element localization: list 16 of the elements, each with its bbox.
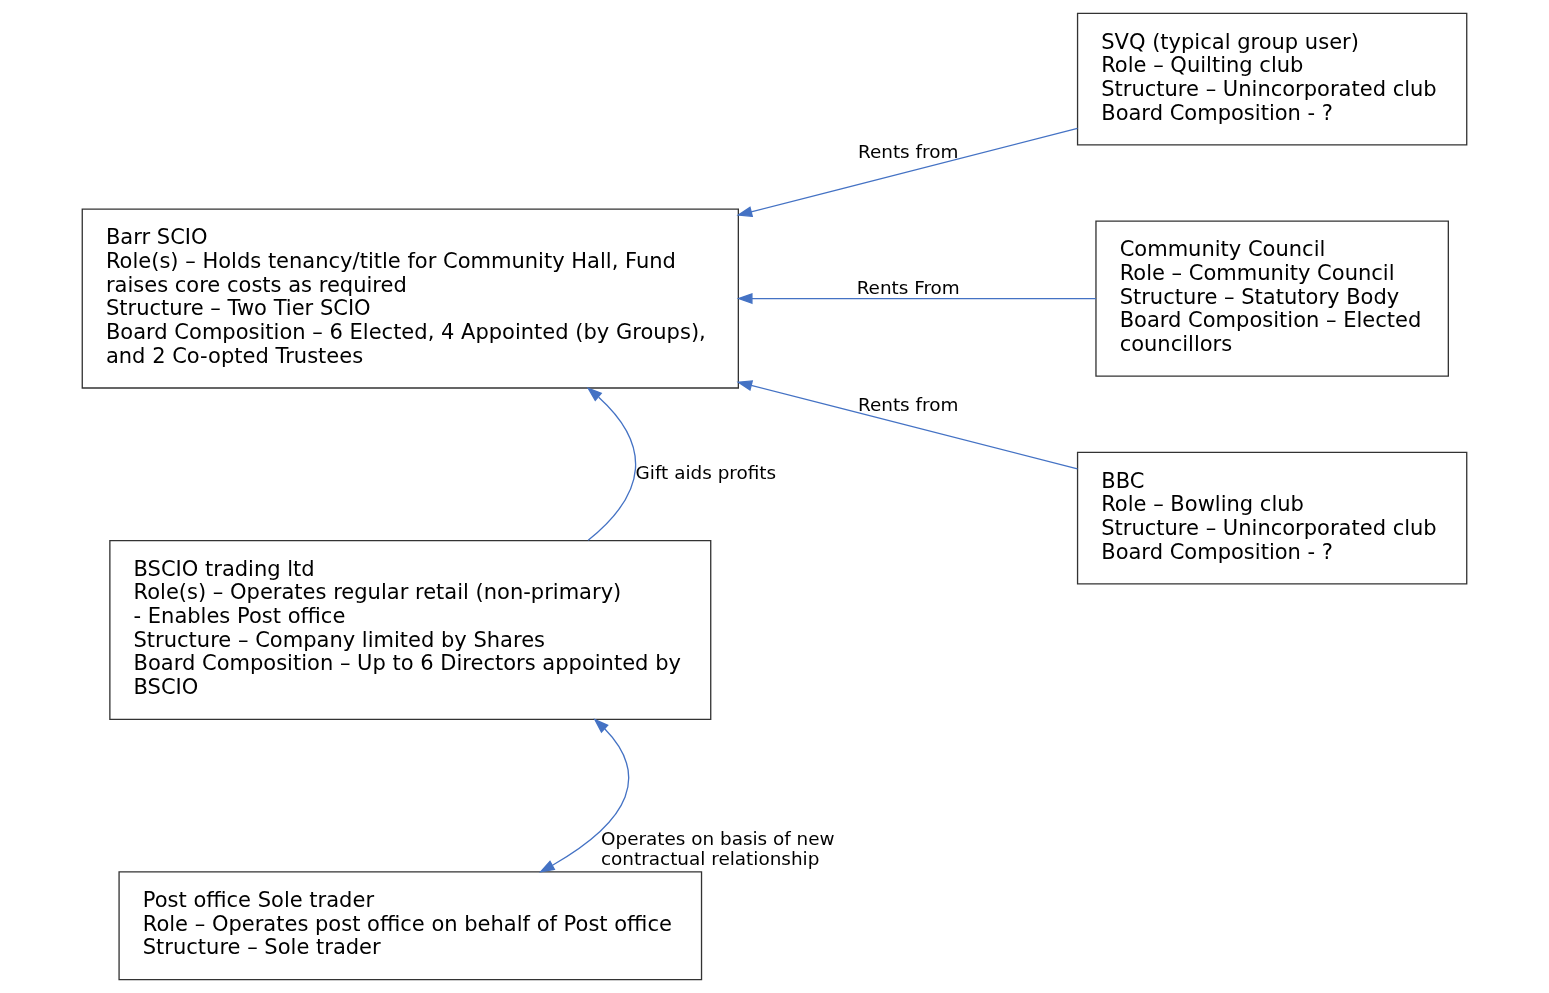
node-box: BBC Role – Bowling club Structure – Unincorporated club Board Composition - ? [1076, 451, 1468, 585]
arrow [736, 127, 1079, 218]
edge-label: Rents From [856, 276, 960, 298]
edge-label: Rents from [857, 141, 959, 163]
arrow [736, 293, 1097, 305]
node-box: BSCIO trading ltd Role(s) – Operates regular retail (non-primary) - Enables Post office Structure – Company limited by Shares Board Composition – Up to 6 Directors appointed by BSCIO [109, 539, 712, 720]
node-box: Post office Sole trader Role – Operates post office on behalf of Post office Structure – Sole trader [118, 871, 703, 981]
arrow [539, 718, 630, 873]
edge-label: Operates on basis of new contractual relationship [600, 828, 835, 870]
arrow [736, 380, 1079, 470]
arrow [586, 387, 637, 541]
edge-label: Rents from [857, 393, 959, 415]
node-box: Barr SCIO Role(s) – Holds tenancy/title for Community Hall, Fund raises core costs as required Structure – Two Tier SCIO Board Composition – 6 Elected, 4 Appointed (by Groups), and 2 Co-opted Trustees [81, 208, 739, 389]
edge-label: Gift aids profits [635, 462, 777, 484]
node-box: SVQ (typical group user) Role – Quilting club Structure – Unincorporated club Board Composition - ? [1076, 12, 1468, 146]
node-box: Community Council Role – Community Council Structure – Statutory Body Board Composition – Elected councillors [1095, 220, 1449, 377]
